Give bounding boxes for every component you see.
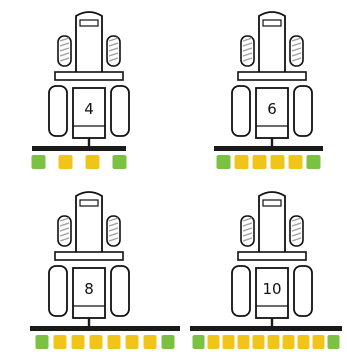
row-unit	[307, 155, 321, 169]
grille	[263, 20, 281, 26]
row-count-label: 6	[267, 100, 277, 118]
row-unit	[208, 335, 220, 349]
axle-bar	[238, 72, 306, 80]
row-unit	[283, 335, 295, 349]
grille	[80, 200, 98, 206]
row-unit	[54, 335, 67, 349]
axle-bar	[55, 252, 123, 260]
row-count-label: 8	[84, 280, 94, 298]
rear-left-tire	[49, 266, 67, 316]
row-unit	[253, 335, 265, 349]
tractor-panel-4-row: 4	[32, 12, 130, 169]
row-unit	[217, 155, 231, 169]
rear-left-tire	[49, 86, 67, 136]
row-unit	[235, 155, 249, 169]
row-unit	[313, 335, 325, 349]
tractor-panel-8-row: 8	[30, 192, 180, 349]
row-unit	[253, 155, 267, 169]
row-unit	[126, 335, 139, 349]
grille	[80, 20, 98, 26]
axle-bar	[55, 72, 123, 80]
row-unit	[72, 335, 85, 349]
row-unit	[162, 335, 175, 349]
row-unit	[36, 335, 49, 349]
rear-right-tire	[111, 86, 129, 136]
rear-right-tire	[294, 266, 312, 316]
row-unit	[238, 335, 250, 349]
row-unit	[113, 155, 127, 169]
toolbar-bar	[32, 146, 126, 151]
row-unit	[32, 155, 46, 169]
rear-left-tire	[232, 266, 250, 316]
row-unit	[223, 335, 235, 349]
row-unit	[86, 155, 100, 169]
grille	[263, 200, 281, 206]
row-unit	[298, 335, 310, 349]
rear-right-tire	[294, 86, 312, 136]
rear-left-tire	[232, 86, 250, 136]
tractor-panel-10-row: 10	[190, 192, 342, 349]
toolbar-bar	[190, 326, 342, 331]
row-unit	[59, 155, 73, 169]
row-unit	[289, 155, 303, 169]
toolbar-bar	[214, 146, 323, 151]
row-unit	[90, 335, 103, 349]
row-unit	[193, 335, 205, 349]
axle-bar	[238, 252, 306, 260]
row-unit	[328, 335, 340, 349]
row-unit	[108, 335, 121, 349]
tractor-panel-6-row: 6	[214, 12, 323, 169]
toolbar-bar	[30, 326, 180, 331]
row-unit	[271, 155, 285, 169]
row-count-label: 4	[84, 100, 94, 118]
rear-right-tire	[111, 266, 129, 316]
row-unit	[268, 335, 280, 349]
row-unit	[144, 335, 157, 349]
row-count-label: 10	[262, 280, 281, 298]
